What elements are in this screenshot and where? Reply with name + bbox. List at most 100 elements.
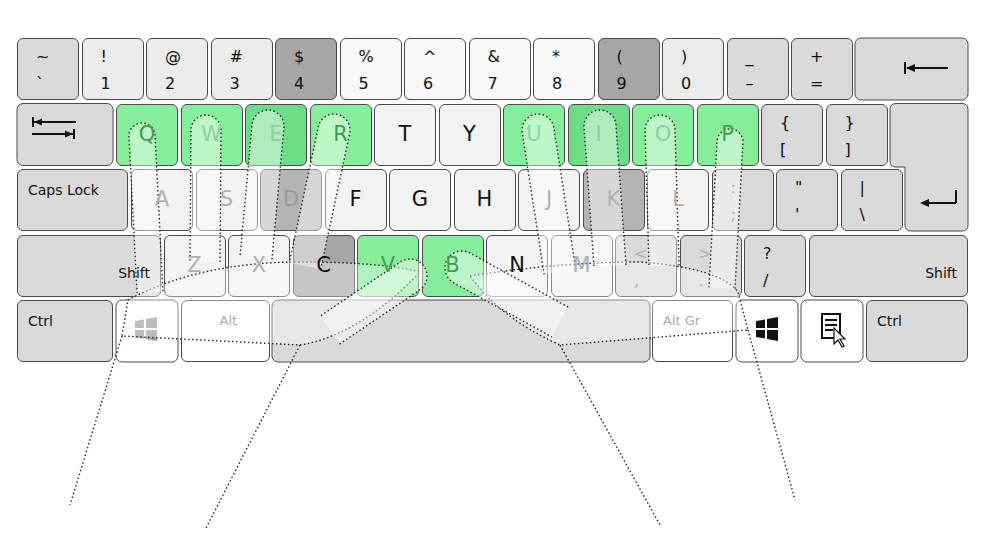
keyboard-key: Shift: [809, 235, 969, 297]
arm-outline: [70, 336, 122, 505]
key-label: 4: [294, 75, 330, 93]
windows-key: [736, 300, 798, 362]
key-label: S: [220, 188, 233, 211]
key-label: –: [746, 75, 782, 93]
key-label: |: [860, 179, 896, 197]
key-label: _: [746, 48, 782, 66]
finger-outline: [645, 115, 679, 266]
arm-outline: [205, 345, 300, 530]
key-label: .: [699, 272, 735, 290]
key-label: P: [721, 123, 734, 146]
key-label: =: [810, 75, 846, 93]
keyboard-key: ~`: [17, 38, 79, 100]
keyboard-key: &7: [469, 38, 531, 100]
keyboard-key: "': [776, 169, 838, 231]
key-label: Shift: [925, 266, 957, 281]
key-label: Ctrl: [877, 314, 959, 329]
keyboard-key: Ctrl: [866, 300, 968, 362]
key-label: R: [333, 123, 348, 146]
key-label: L: [672, 188, 684, 211]
key-label: Q: [139, 123, 156, 146]
keyboard-key: _–: [727, 38, 789, 100]
key-label: #: [230, 48, 266, 66]
key-label: 5: [359, 75, 395, 93]
keyboard-key: }]: [826, 104, 888, 166]
finger-outline: [129, 123, 163, 293]
finger-outline: [584, 110, 626, 267]
keyboard-key: H: [454, 169, 516, 231]
key-label: ^: [423, 48, 459, 66]
key-label: 0: [681, 75, 717, 93]
key-label: (: [617, 48, 653, 66]
key-label: T: [399, 123, 412, 146]
tab-symbol: [32, 117, 76, 139]
keyboard-key: |\: [841, 169, 903, 231]
key-label: !: [101, 48, 137, 66]
keyboard-key: %5: [340, 38, 402, 100]
key-label: Caps Lock: [28, 183, 119, 198]
keyboard-key: $4: [275, 38, 337, 100]
key-label: `: [36, 75, 72, 93]
menu-key: [801, 300, 863, 362]
key-label: 8: [552, 75, 588, 93]
key-label: *: [552, 48, 588, 66]
backspace-key: [855, 38, 968, 100]
key-label: [: [780, 141, 816, 159]
key-label: 1: [101, 75, 137, 93]
arm-outline: [560, 345, 660, 525]
key-label: /: [763, 272, 799, 290]
key-label: Alt: [220, 314, 263, 328]
key-label: F: [349, 188, 361, 211]
key-label: ,: [634, 272, 670, 290]
keyboard-key: )0: [662, 38, 724, 100]
finger-outline: [289, 114, 350, 269]
key-label: E: [269, 123, 282, 146]
key-label: &: [488, 48, 524, 66]
keyboard-key: T: [374, 104, 436, 166]
key-label: N: [509, 254, 525, 277]
key-label: :: [731, 179, 767, 197]
keyboard-key: #3: [211, 38, 273, 100]
key-label: J: [546, 188, 552, 211]
key-label: ": [795, 179, 831, 197]
arm-outline: [748, 330, 795, 500]
key-label: ]: [845, 141, 881, 159]
key-label: H: [477, 188, 493, 211]
key-label: K: [607, 188, 621, 211]
keyboard-key: !1: [82, 38, 144, 100]
key-label: D: [283, 188, 299, 211]
key-label: Alt Gr: [663, 314, 724, 328]
keyboard-key: G: [389, 169, 451, 231]
key-label: ': [795, 206, 831, 224]
keyboard-key: Caps Lock: [17, 169, 128, 231]
key-label: ~: [36, 48, 72, 66]
key-label: C: [316, 254, 331, 277]
key-label: ;: [731, 206, 767, 224]
finger-outline: [320, 259, 427, 344]
key-label: V: [381, 254, 395, 277]
key-label: 6: [423, 75, 459, 93]
finger-outline: [240, 110, 284, 259]
keyboard-key: {[: [761, 104, 823, 166]
key-label: Y: [463, 123, 476, 146]
enter-symbol: [920, 190, 956, 207]
key-label: >: [699, 245, 735, 263]
keyboard-key: @2: [146, 38, 208, 100]
key-label: G: [412, 188, 428, 211]
key-label: X: [252, 254, 266, 277]
key-label: M: [572, 254, 590, 277]
key-label: %: [359, 48, 395, 66]
key-label: 2: [165, 75, 201, 93]
tab-key: [17, 104, 113, 166]
key-label: @: [165, 48, 201, 66]
finger-outline: [190, 115, 221, 262]
finger-outline: [709, 129, 743, 289]
keyboard-key: Y: [439, 104, 501, 166]
key-label: $: [294, 48, 330, 66]
keyboard-key: *8: [533, 38, 595, 100]
key-label: Z: [187, 254, 201, 277]
finger-outline: [522, 114, 576, 274]
key-label: \: [860, 206, 896, 224]
keyboard-key: Ctrl: [17, 300, 113, 362]
keyboard-key: (9: [598, 38, 660, 100]
